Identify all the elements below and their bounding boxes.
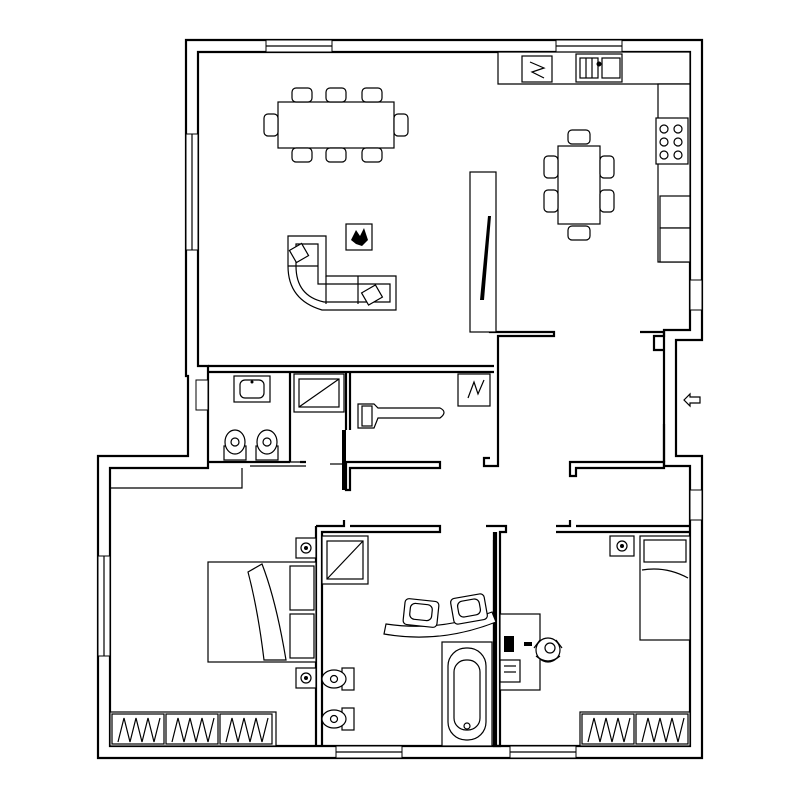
window-kitchen-right: [689, 279, 703, 311]
ironing-board: [357, 403, 445, 429]
entrance-arrow-icon: [683, 392, 701, 408]
wc-room: [223, 373, 345, 461]
oven: [659, 195, 691, 229]
fridge: [521, 55, 553, 83]
study: [499, 613, 563, 691]
wardrobe: [109, 711, 277, 747]
chair: [393, 113, 409, 137]
double-vanity: [383, 593, 497, 638]
office-chair-person-icon: [524, 637, 563, 663]
chair: [361, 87, 383, 103]
chair: [325, 147, 347, 163]
appliance: [659, 227, 691, 263]
single-bed: [639, 535, 691, 641]
shower-tray: [293, 373, 345, 413]
plant-icon: [351, 228, 368, 246]
chair: [325, 87, 347, 103]
double-bed: [207, 561, 317, 663]
corner-sofa: [287, 235, 397, 311]
toilet: [321, 667, 355, 691]
boiler: [457, 373, 491, 407]
kitchen: [497, 51, 691, 263]
tv-icon: [480, 216, 491, 300]
window-bedroom2-right: [689, 489, 703, 521]
kitchen-table: [543, 129, 615, 241]
printer: [499, 659, 521, 683]
cushion: [288, 242, 310, 264]
nightstand: [295, 537, 317, 559]
dining-table: [263, 87, 409, 163]
chair: [263, 113, 279, 137]
toilet: [223, 429, 247, 461]
nightstand: [295, 667, 317, 689]
wardrobe: [579, 711, 691, 747]
cushion: [360, 284, 384, 306]
bedroom-2: [579, 535, 691, 747]
bathtub: [441, 641, 493, 747]
door-wc: [246, 461, 306, 467]
doors: [246, 430, 346, 490]
nightstand: [609, 535, 635, 557]
laundry-room: [357, 373, 491, 429]
kitchen-sink: [575, 53, 623, 83]
master-bedroom: [109, 537, 317, 747]
outer-wall-outer-line: [96, 38, 704, 760]
shower-tray: [321, 535, 369, 585]
side-table-plant: [345, 223, 373, 251]
window-wc: [195, 379, 209, 411]
monitor-icon: [504, 636, 514, 652]
chair: [361, 147, 383, 163]
bidet: [255, 429, 279, 461]
chair: [291, 87, 313, 103]
door-laundry: [342, 430, 346, 490]
tv-partition: [469, 171, 497, 333]
main-bathroom: [321, 535, 497, 747]
chair: [291, 147, 313, 163]
windows: [97, 39, 703, 759]
bidet: [321, 707, 355, 731]
